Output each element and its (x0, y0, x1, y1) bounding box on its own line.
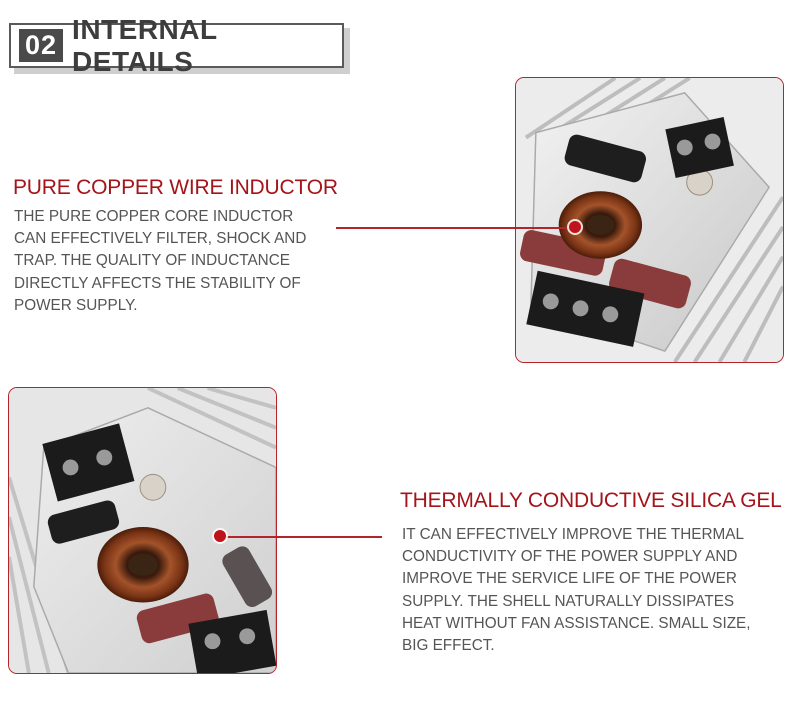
silica-line: BIG EFFECT. (402, 637, 495, 655)
silica-gel-product-photo (8, 387, 277, 674)
silica-line: IT CAN EFFECTIVELY IMPROVE THE THERMAL (402, 526, 744, 543)
silica-line: SUPPLY. THE SHELL NATURALLY DISSIPATES (402, 592, 735, 610)
inductor-line: THE PURE COPPER CORE INDUCTOR (14, 208, 294, 225)
silica-gel-callout-dot (214, 530, 226, 542)
silica-gel-heading: THERMALLY CONDUCTIVE SILICA GEL (400, 489, 782, 512)
inductor-callout-line (336, 227, 576, 229)
inductor-heading: PURE COPPER WIRE INDUCTOR (13, 176, 338, 199)
section-number-badge: 02 (19, 29, 64, 62)
inductor-line: CAN EFFECTIVELY FILTER, SHOCK AND (14, 230, 307, 248)
pcb-illustration (9, 388, 276, 673)
silica-gel-description: IT CAN EFFECTIVELY IMPROVE THE THERMAL C… (402, 524, 751, 657)
silica-gel-callout-line (222, 536, 382, 538)
section-header: 02 INTERNAL DETAILS (9, 14, 344, 77)
inductor-product-photo (515, 77, 784, 363)
silica-line: CONDUCTIVITY OF THE POWER SUPPLY AND (402, 548, 738, 566)
pcb-illustration (516, 78, 783, 362)
inductor-line: DIRECTLY AFFECTS THE STABILITY OF (14, 274, 301, 292)
inductor-line: POWER SUPPLY. (14, 296, 138, 314)
inductor-callout-dot (569, 221, 581, 233)
section-title: INTERNAL DETAILS (72, 13, 218, 77)
inductor-line: TRAP. THE QUALITY OF INDUCTANCE (14, 252, 290, 270)
silica-line: IMPROVE THE SERVICE LIFE OF THE POWER (402, 570, 737, 588)
inductor-description: THE PURE COPPER CORE INDUCTOR CAN EFFECT… (14, 206, 306, 317)
silica-line: HEAT WITHOUT FAN ASSISTANCE. SMALL SIZE, (402, 614, 751, 632)
